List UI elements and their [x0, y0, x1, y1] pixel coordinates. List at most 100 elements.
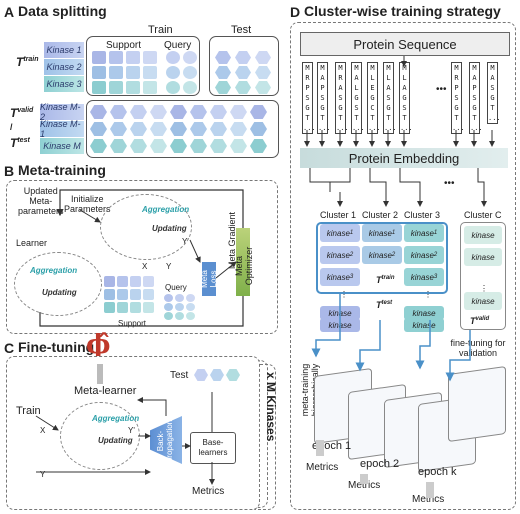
kinase-3-label: Kinase 3: [44, 76, 84, 92]
support-cell: [143, 289, 154, 300]
support-square: [109, 81, 123, 94]
eval-hexagon: [170, 122, 187, 136]
query-cell: [175, 303, 184, 311]
meta-learner-label: Meta-learner: [74, 385, 137, 397]
cluster-c-kinase-box: kinase: [464, 248, 502, 266]
vdots-c: ⋮: [480, 284, 488, 293]
panel-b-letter: B: [4, 163, 15, 179]
metrics-d-1: Metrics: [306, 462, 339, 473]
support-cell: [117, 289, 128, 300]
epoch-card: [448, 365, 506, 443]
test-kinase-box: kinase: [320, 318, 360, 332]
vdots-1: ⋮: [340, 290, 348, 299]
kinase-2-label: Kinase 2: [44, 59, 84, 75]
protein-sequence-box: Protein Sequence: [300, 32, 510, 56]
x-m-kinases-label: x M Kinases: [264, 372, 278, 442]
query-b-label: Query: [165, 283, 187, 292]
cluster-c-label: Cluster C: [464, 210, 502, 220]
test-hexagon: [255, 51, 271, 64]
y-b-label: Y: [166, 262, 172, 271]
eval-hexagon: [90, 105, 107, 119]
meta-loss-label: Meta Loss: [200, 270, 218, 288]
eval-hexagon: [90, 139, 107, 153]
learner-module-left: [14, 252, 102, 316]
train-c-label: Train: [16, 405, 41, 417]
eval-hexagon: [190, 105, 207, 119]
panel-b-frame: [6, 180, 278, 334]
query-cell: [175, 312, 184, 320]
test-c-label: Test: [170, 370, 189, 381]
panel-d-letter: D: [290, 4, 301, 20]
test-label: Test: [231, 24, 252, 36]
tree-dots: •••: [444, 178, 455, 189]
eval-hexagon: [130, 139, 147, 153]
cluster-train-frame: [316, 222, 448, 294]
eval-hexagon: [190, 139, 207, 153]
meta-loss-box: [202, 262, 216, 296]
query-cell: [175, 294, 184, 302]
query-square: [166, 51, 180, 64]
query-cell: [164, 294, 173, 302]
eval-hexagon: [250, 139, 267, 153]
t-valid-test-label: Tvalid / Ttest: [10, 106, 34, 150]
cluster-c-kinase-box: kinase: [464, 292, 502, 310]
support-label: Support: [106, 40, 142, 51]
updating-b-top: Updating: [152, 224, 187, 233]
epoch-2-label: epoch 2: [360, 458, 400, 470]
x-c-label: X: [40, 426, 46, 435]
support-square: [143, 81, 157, 94]
backprop-label: Back-propagation: [156, 419, 174, 463]
support-square: [92, 51, 106, 64]
test-kinase-box: kinase: [404, 306, 444, 320]
meta-optimizer-label: Meta Optimizer: [234, 246, 254, 286]
support-cell: [104, 289, 115, 300]
test-hexagon: [215, 51, 231, 64]
query-square: [183, 66, 197, 79]
metrics-d-2: Metrics: [348, 480, 381, 491]
y-c-label: Y: [40, 470, 46, 479]
support-square: [126, 66, 140, 79]
query-square: [183, 81, 197, 94]
eval-hexagon: [210, 105, 227, 119]
query-square: [166, 66, 180, 79]
query-cell: [186, 294, 195, 302]
test-hex-c: [194, 369, 208, 381]
eval-hexagon: [190, 122, 207, 136]
support-square: [109, 66, 123, 79]
eval-hexagon: [210, 122, 227, 136]
support-square: [143, 66, 157, 79]
panel-d-title: Cluster-wise training strategy: [304, 3, 501, 19]
test-hexagon: [255, 81, 271, 94]
cluster-c-kinase-box: kinase: [464, 226, 502, 244]
eval-hexagon: [110, 139, 127, 153]
phi-hat: ϕ̂: [86, 330, 111, 360]
epoch-k-label: epoch k: [418, 466, 457, 478]
eval-hexagon: [250, 105, 267, 119]
t-train-label: Ttrain: [16, 55, 39, 69]
kinase-m-2-label: Kinase M-2: [40, 102, 84, 122]
base-learners-label: Base-learners: [198, 438, 228, 457]
panel-a-title: Data splitting: [18, 3, 107, 19]
eval-hexagon: [90, 122, 107, 136]
aggregation-c: Aggregation: [92, 414, 140, 423]
t-valid-d: Tvalid: [470, 316, 490, 326]
seq-dots: •••: [436, 84, 447, 95]
vdots-2: ⋮: [424, 290, 432, 299]
support-cell: [117, 276, 128, 287]
meta-optimizer-box: [236, 228, 250, 296]
support-cell: [130, 289, 141, 300]
cluster-3-label: Cluster 3: [404, 210, 441, 220]
t-test-d: Ttest: [376, 300, 393, 310]
